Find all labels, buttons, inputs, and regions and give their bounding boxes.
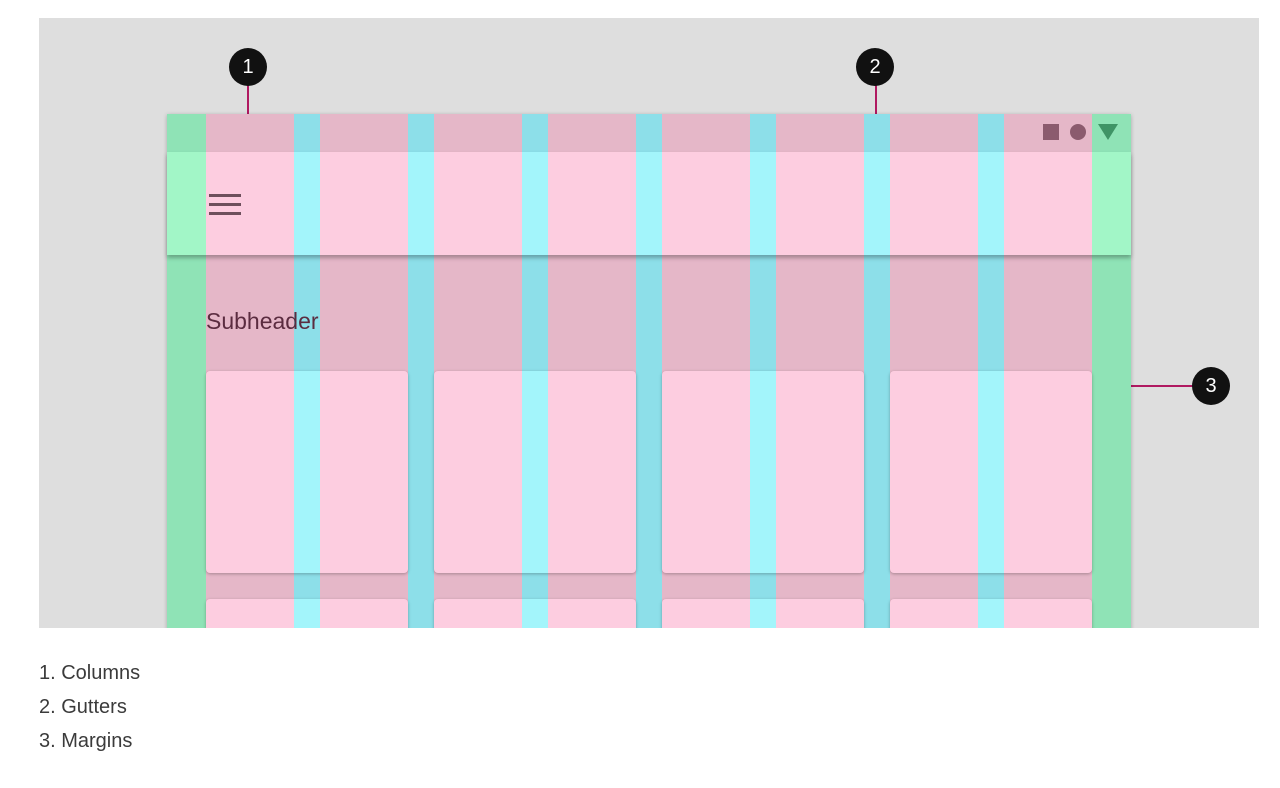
card[interactable] (662, 599, 864, 628)
gutter (750, 114, 776, 152)
card[interactable] (434, 599, 636, 628)
column (320, 114, 408, 152)
status-icons (1043, 123, 1119, 141)
callout-1-number: 1 (242, 55, 254, 78)
menu-icon[interactable] (209, 192, 241, 218)
square-icon (1043, 124, 1059, 140)
column (206, 114, 294, 152)
column (548, 114, 636, 152)
card[interactable] (206, 371, 408, 573)
callout-3-badge: 3 (1192, 367, 1230, 405)
legend-item-columns: 1. Columns (39, 662, 141, 684)
gutter (522, 114, 548, 152)
legend-item-margins: 3. Margins (39, 730, 133, 752)
gutter (636, 114, 662, 152)
column (890, 114, 978, 152)
column (776, 114, 864, 152)
grid-diagram: 1 2 3 (39, 18, 1259, 628)
device-screen: Subheader (167, 114, 1131, 628)
gutter (864, 255, 890, 628)
callout-3-number: 3 (1205, 374, 1217, 397)
column (434, 152, 522, 255)
callout-1-badge: 1 (229, 48, 267, 86)
card[interactable] (890, 371, 1092, 573)
column (662, 114, 750, 152)
gutter (636, 255, 662, 628)
triangle-icon (1098, 124, 1118, 140)
subheader: Subheader (206, 308, 319, 334)
callout-3-line (1131, 385, 1193, 387)
gutter (408, 152, 434, 255)
content-area: Subheader (167, 255, 1131, 628)
callout-2-number: 2 (869, 55, 881, 78)
column (662, 152, 750, 255)
legend-item-gutters: 2. Gutters (39, 696, 127, 718)
gutter (522, 152, 548, 255)
column (320, 152, 408, 255)
column (890, 152, 978, 255)
column (776, 152, 864, 255)
gutter (294, 152, 320, 255)
callout-2-line (875, 84, 877, 114)
card[interactable] (206, 599, 408, 628)
status-bar (167, 114, 1131, 152)
gutter (864, 152, 890, 255)
column (548, 152, 636, 255)
column (1004, 152, 1092, 255)
app-bar (167, 152, 1131, 255)
column (434, 114, 522, 152)
gutter (294, 114, 320, 152)
callout-2-badge: 2 (856, 48, 894, 86)
gutter (978, 152, 1004, 255)
gutter (864, 114, 890, 152)
gutter (408, 255, 434, 628)
gutter (408, 114, 434, 152)
circle-icon (1070, 124, 1086, 140)
card[interactable] (434, 371, 636, 573)
callout-1-line (247, 84, 249, 114)
card[interactable] (890, 599, 1092, 628)
gutter (636, 152, 662, 255)
gutter (750, 152, 776, 255)
gutter (978, 114, 1004, 152)
card[interactable] (662, 371, 864, 573)
legend: 1. Columns 2. Gutters 3. Margins (39, 656, 140, 758)
